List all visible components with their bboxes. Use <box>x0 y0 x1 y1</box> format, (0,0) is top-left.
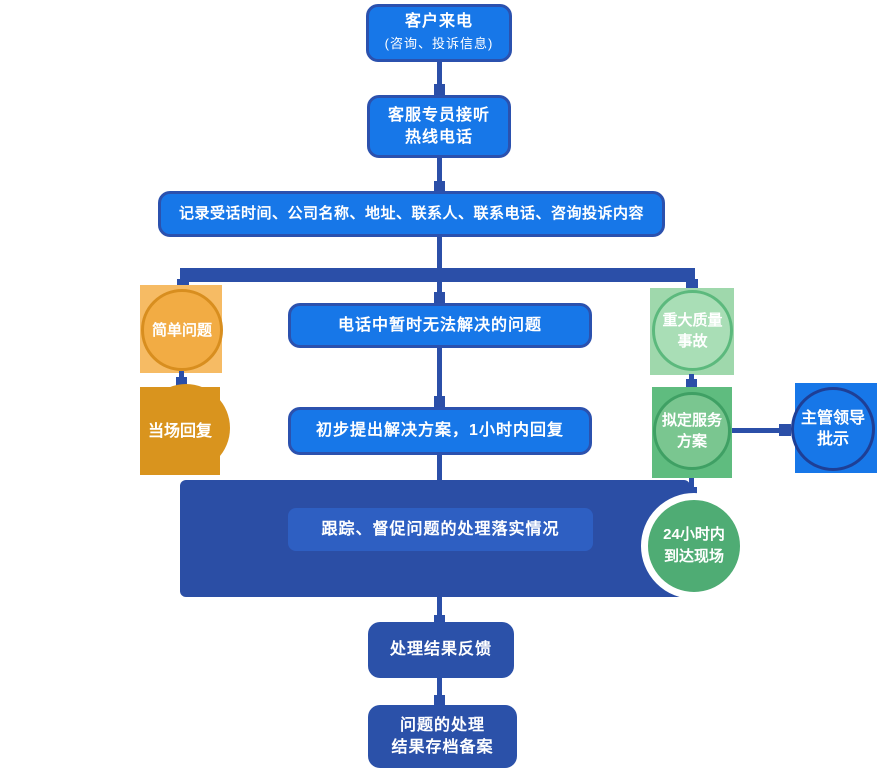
node-simple-issue: 简单问题 <box>140 285 224 373</box>
node-customer-call-title: 客户来电 <box>404 13 473 30</box>
branch-bar-left-stub <box>177 279 189 290</box>
node-service-plan: 拟定服务 方案 <box>652 387 732 478</box>
leader-approval-circle: 主管领导 批示 <box>791 387 875 471</box>
simple-issue-circle: 简单问题 <box>141 289 223 371</box>
connector-cap <box>434 695 445 705</box>
connector-cap <box>779 424 791 436</box>
node-within-24h: 24小时内 到达现场 <box>641 493 747 599</box>
node-simple-issue-label: 简单问题 <box>151 321 212 339</box>
node-phone-unsolved-label: 电话中暂时无法解决的问题 <box>337 316 542 334</box>
node-leader-approval: 主管领导 批示 <box>791 383 877 473</box>
node-service-plan-line2: 方案 <box>676 433 707 450</box>
connector-feedback-to-archive <box>437 678 442 706</box>
connector-cap <box>176 377 187 387</box>
connector-cap <box>686 379 697 389</box>
branch-bar <box>180 268 695 282</box>
connector-cap <box>434 292 445 303</box>
node-instant-reply: 当场回复 <box>140 384 230 475</box>
connector-cap <box>434 396 445 407</box>
node-archive: 问题的处理 结果存档备案 <box>368 705 517 768</box>
node-service-plan-line1: 拟定服务 <box>661 412 722 429</box>
node-archive-line1: 问题的处理 <box>399 716 485 734</box>
node-major-accident-line1: 重大质量 <box>662 311 723 329</box>
node-customer-call: 客户来电 (咨询、投诉信息) <box>366 4 512 62</box>
node-agent-answer-line1: 客服专员接听 <box>387 106 490 124</box>
connector-cap <box>434 181 445 192</box>
instant-reply-square <box>140 387 220 475</box>
connector-agent-to-record <box>437 156 442 192</box>
node-track-progress: 跟踪、督促问题的处理落实情况 <box>288 508 593 551</box>
connector-cap <box>434 84 445 95</box>
node-leader-approval-line2: 批示 <box>816 431 849 448</box>
connector-unsolved-to-solution <box>437 348 442 407</box>
node-initial-solution-label: 初步提出解决方案，1小时内回复 <box>316 422 564 439</box>
major-accident-circle: 重大质量 事故 <box>652 290 733 371</box>
node-within-24h-line2: 到达现场 <box>663 548 724 565</box>
node-agent-answer: 客服专员接听 热线电话 <box>367 95 511 158</box>
node-phone-unsolved: 电话中暂时无法解决的问题 <box>288 303 592 348</box>
connector-plan-to-leader <box>732 428 791 433</box>
connector-call-to-agent <box>437 60 442 95</box>
connector-solution-to-panel <box>437 455 442 481</box>
node-initial-solution: 初步提出解决方案，1小时内回复 <box>288 407 592 455</box>
connector-cap <box>686 487 697 497</box>
node-agent-answer-line2: 热线电话 <box>404 128 473 146</box>
node-record-info: 记录受话时间、公司名称、地址、联系人、联系电话、咨询投诉内容 <box>158 191 665 237</box>
node-customer-call-subtitle: (咨询、投诉信息) <box>384 36 494 51</box>
node-leader-approval-line1: 主管领导 <box>800 410 865 427</box>
node-major-accident-line2: 事故 <box>677 332 708 350</box>
node-result-feedback: 处理结果反馈 <box>368 622 514 678</box>
node-record-info-label: 记录受话时间、公司名称、地址、联系人、联系电话、咨询投诉内容 <box>178 205 644 222</box>
node-instant-reply-label: 当场回复 <box>147 422 212 440</box>
node-within-24h-line1: 24小时内 <box>663 526 725 543</box>
service-plan-circle: 拟定服务 方案 <box>653 392 731 470</box>
node-result-feedback-label: 处理结果反馈 <box>389 641 492 658</box>
node-major-accident: 重大质量 事故 <box>650 288 734 375</box>
node-track-progress-label: 跟踪、督促问题的处理落实情况 <box>321 520 560 538</box>
branch-bar-right-stub <box>686 279 698 290</box>
connector-cap <box>434 615 445 625</box>
node-archive-line2: 结果存档备案 <box>391 738 494 756</box>
connector-panel-to-feedback <box>437 597 442 625</box>
